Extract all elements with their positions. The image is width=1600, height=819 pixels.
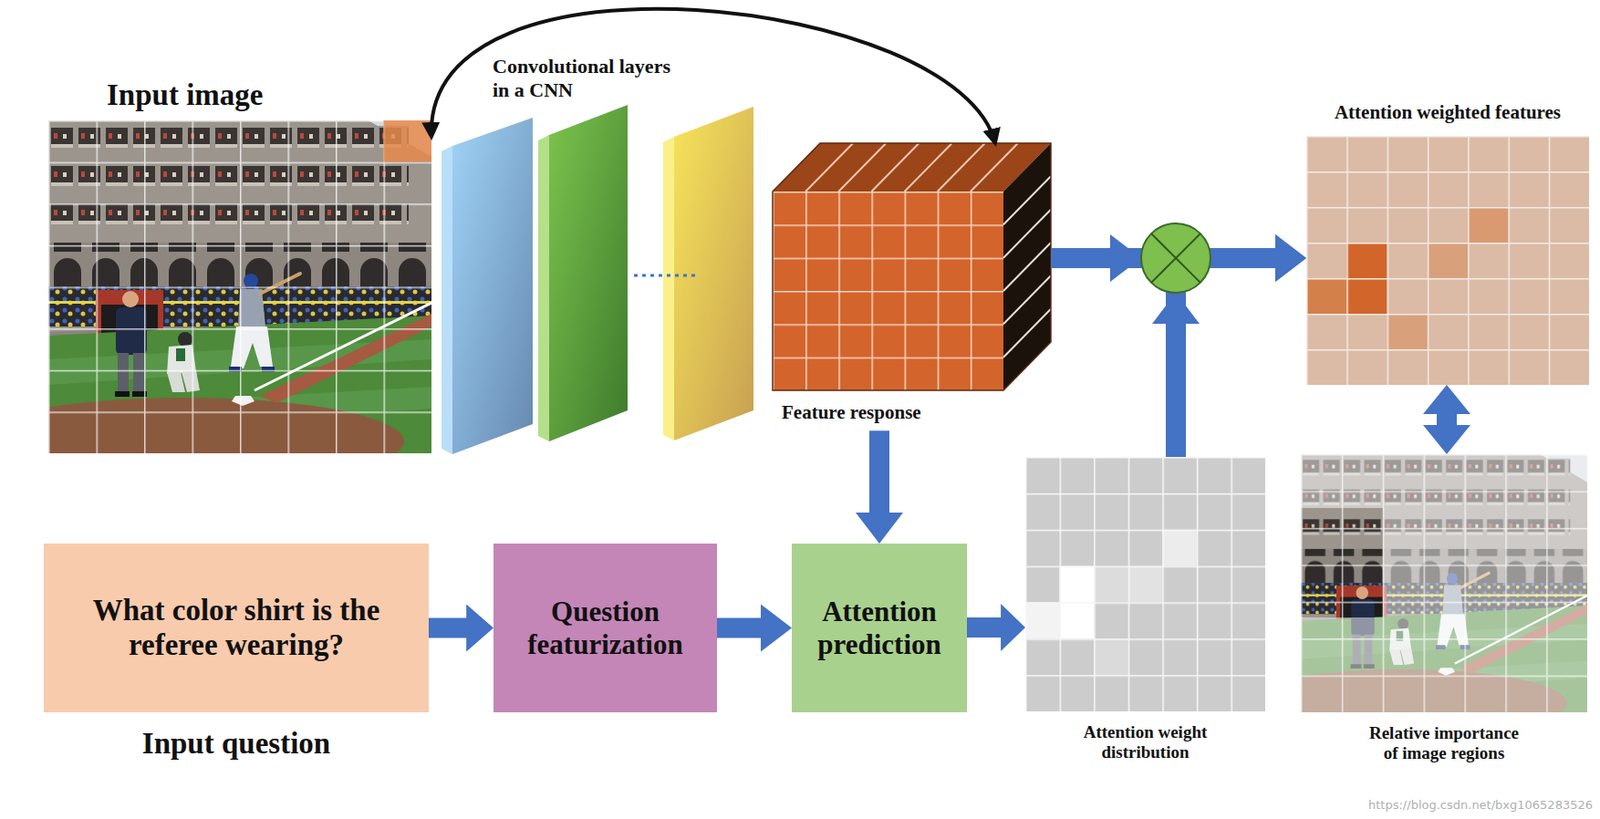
attention-map: Attention weight distribution — [1025, 457, 1266, 712]
arrow-shaft — [1436, 412, 1457, 427]
arrow-head — [855, 512, 904, 544]
arrow-head — [1000, 603, 1026, 652]
feature-response: Feature response — [772, 143, 1051, 391]
caption-text: Attention weighted features — [1306, 101, 1590, 124]
box-text: Attention prediction — [800, 595, 958, 661]
watermark: https://blog.csdn.net/bxg1065283526 — [1368, 798, 1593, 812]
flow-arrow — [1423, 384, 1471, 455]
question-box: What color shirt is the referee wearing?… — [43, 543, 429, 713]
arrow-head — [1152, 292, 1200, 324]
caption-text: Input question — [43, 727, 429, 762]
flow-arrow — [716, 604, 792, 653]
flow-arrow — [428, 604, 494, 653]
box-text: Question featurization — [502, 595, 708, 661]
caption-text: Convolutional layers in a CNN — [492, 54, 683, 102]
multiply-cross — [1151, 233, 1201, 283]
flow-arrow — [855, 430, 904, 544]
cnn-slabs — [441, 104, 754, 455]
prediction-box: Attention prediction — [791, 543, 967, 713]
arrow-shaft — [869, 430, 890, 515]
flow-arrow — [431, 9, 996, 144]
flow-arrow — [966, 603, 1026, 652]
multiply-circle — [1141, 223, 1211, 293]
caption-text: Attention weight distribution — [1063, 722, 1228, 763]
arrow-head — [1110, 234, 1142, 282]
input-photo — [0, 120, 432, 486]
weighted-grid — [1306, 135, 1590, 385]
arrow-shaft — [428, 618, 468, 639]
arrow-head — [1275, 234, 1307, 282]
importance-photo — [1239, 454, 1588, 738]
arrow-shaft — [966, 617, 1003, 638]
featurization-box: Question featurization — [493, 543, 717, 713]
caption-text: Relative importance of image regions — [1362, 723, 1526, 764]
box-text: What color shirt is the referee wearing? — [52, 593, 420, 664]
curved-arrow — [431, 9, 996, 144]
input-image: Input image — [48, 120, 432, 454]
arrow-head — [760, 604, 792, 653]
attention-grid — [1025, 457, 1266, 712]
cnn-layers: Convolutional layers in a CNN — [441, 104, 754, 455]
caption-text: Input image — [106, 78, 263, 114]
arrow-head — [1423, 384, 1471, 415]
caption-text: Feature response — [781, 401, 922, 424]
importance-map: Relative importance of image regions — [1300, 454, 1588, 713]
weighted-features: Attention weighted features — [1306, 135, 1590, 385]
arrow-shaft — [716, 618, 763, 639]
arrow-head — [466, 604, 494, 653]
arrow-head — [1275, 234, 1307, 282]
feature-cube — [772, 143, 1051, 391]
arrow-head — [1423, 425, 1471, 455]
